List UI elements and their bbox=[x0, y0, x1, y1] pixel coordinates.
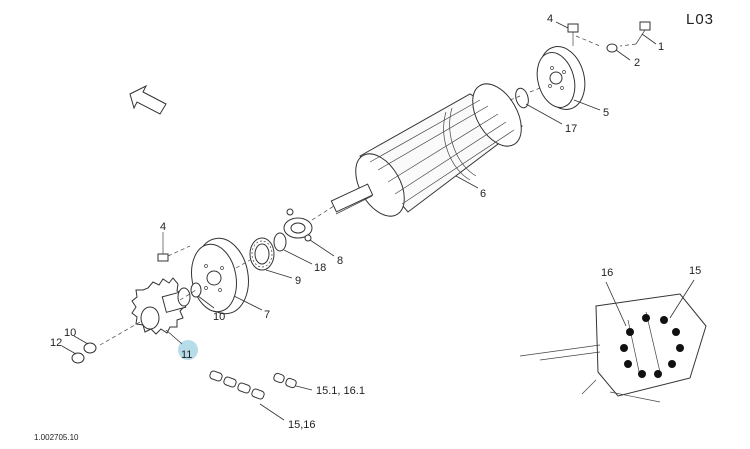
roller-drum bbox=[330, 83, 523, 217]
spacer-ring bbox=[515, 87, 529, 109]
callout-18[interactable]: 18 bbox=[283, 249, 326, 274]
svg-text:5: 5 bbox=[603, 107, 609, 119]
left-pulley bbox=[191, 237, 249, 315]
inset-bolt-circle bbox=[620, 314, 684, 378]
callout-9[interactable]: 9 bbox=[265, 269, 301, 287]
svg-text:15.1, 16.1: 15.1, 16.1 bbox=[316, 385, 365, 397]
svg-text:10: 10 bbox=[64, 327, 76, 339]
callout-4-left[interactable]: 4 bbox=[160, 221, 166, 233]
callout-10-mid[interactable]: 10 bbox=[197, 295, 225, 323]
svg-text:12: 12 bbox=[50, 337, 62, 349]
callout-15[interactable]: 15 bbox=[669, 265, 701, 319]
washer-2 bbox=[606, 43, 618, 53]
callout-10-left[interactable]: 10 bbox=[64, 327, 89, 345]
washer-12 bbox=[71, 352, 85, 364]
svg-text:15,16: 15,16 bbox=[288, 419, 316, 431]
chain-15-16 bbox=[209, 370, 265, 400]
washer-10-mid bbox=[190, 282, 202, 298]
bolt-4-left bbox=[157, 232, 169, 262]
bolt-axis bbox=[167, 35, 637, 257]
callout-15-1-16-1[interactable]: 15.1, 16.1 bbox=[295, 385, 365, 397]
callout-6[interactable]: 6 bbox=[455, 175, 486, 200]
washer-10-left bbox=[83, 342, 97, 354]
svg-text:15: 15 bbox=[689, 265, 701, 277]
svg-text:16: 16 bbox=[601, 267, 613, 279]
callout-4-top[interactable]: 4 bbox=[547, 13, 569, 29]
flange-bearing-8 bbox=[283, 208, 313, 242]
ring-18 bbox=[273, 232, 287, 252]
callout-16[interactable]: 16 bbox=[601, 267, 627, 327]
svg-text:4: 4 bbox=[547, 13, 553, 25]
sprocket-11 bbox=[131, 277, 191, 335]
right-pulley bbox=[536, 46, 586, 110]
svg-text:10: 10 bbox=[213, 311, 225, 323]
callout-1[interactable]: 1 bbox=[641, 33, 664, 53]
callout-11[interactable]: 11 bbox=[165, 329, 198, 361]
inset-detail bbox=[519, 293, 707, 403]
assembly-axis bbox=[99, 87, 541, 346]
bolt-4-top bbox=[567, 23, 579, 46]
svg-text:7: 7 bbox=[264, 309, 270, 321]
svg-text:6: 6 bbox=[480, 188, 486, 200]
drawing-number: 1.002705.10 bbox=[34, 433, 79, 442]
page-code: L03 bbox=[686, 11, 714, 28]
svg-text:11: 11 bbox=[181, 349, 192, 361]
callout-12[interactable]: 12 bbox=[50, 337, 77, 355]
svg-text:1: 1 bbox=[658, 41, 664, 53]
callout-5[interactable]: 5 bbox=[573, 99, 609, 119]
highlight-marker bbox=[178, 340, 198, 360]
callout-17[interactable]: 17 bbox=[525, 103, 577, 135]
svg-text:2: 2 bbox=[634, 57, 640, 69]
callout-2[interactable]: 2 bbox=[615, 49, 640, 69]
svg-text:17: 17 bbox=[565, 123, 577, 135]
bearing-9 bbox=[249, 237, 275, 271]
callout-15-16[interactable]: 15,16 bbox=[259, 403, 316, 431]
bolt-1 bbox=[635, 21, 651, 45]
svg-text:4: 4 bbox=[160, 221, 166, 233]
svg-text:18: 18 bbox=[314, 262, 326, 274]
chain-link-15-1 bbox=[273, 372, 297, 389]
callout-8[interactable]: 8 bbox=[309, 239, 343, 267]
direction-arrow-icon bbox=[129, 84, 167, 115]
svg-text:8: 8 bbox=[337, 255, 343, 267]
callout-7[interactable]: 7 bbox=[233, 295, 270, 321]
svg-text:9: 9 bbox=[295, 275, 301, 287]
